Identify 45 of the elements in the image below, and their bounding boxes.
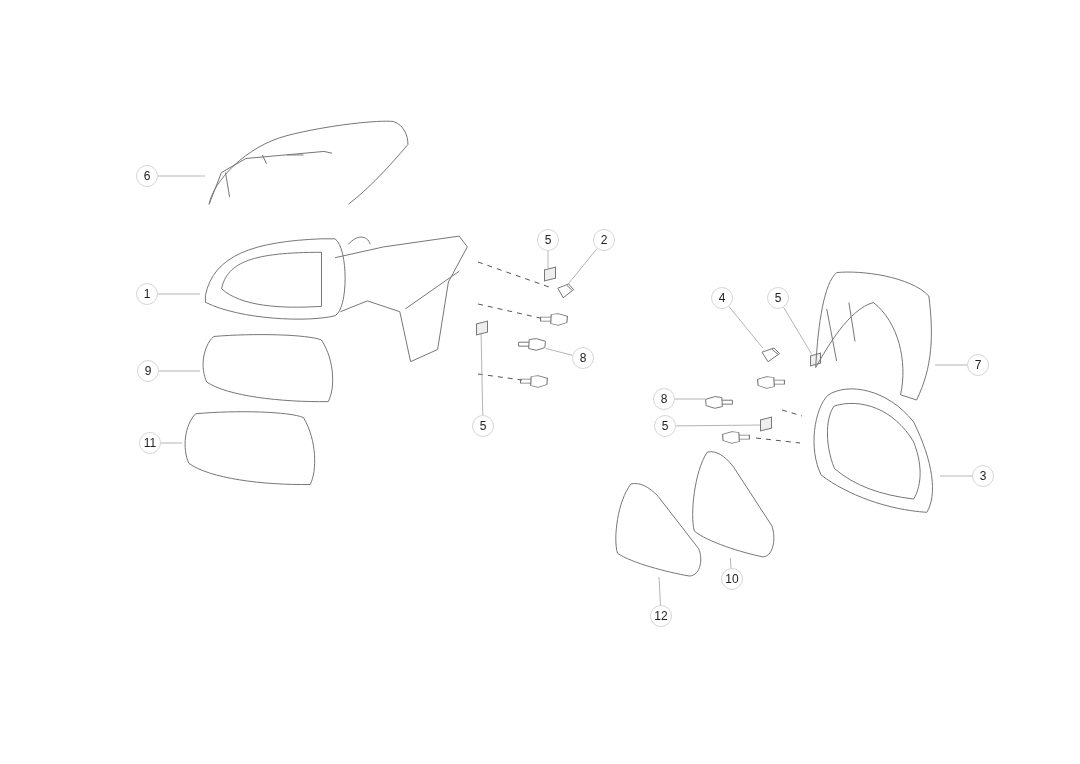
clip-drawing	[760, 416, 772, 432]
callout-number: 4	[711, 287, 733, 309]
clip-drawing	[544, 266, 556, 282]
bolt-drawing	[518, 335, 546, 353]
callout-number: 2	[593, 229, 615, 251]
mirror-cap-drawing	[812, 270, 935, 400]
callout-number: 5	[472, 415, 494, 437]
leader-line	[480, 333, 484, 416]
clip-drawing	[760, 348, 780, 362]
leader-line	[674, 398, 706, 400]
mirror-glass-drawing	[182, 410, 317, 486]
leader-line	[658, 576, 661, 606]
leader-line	[157, 175, 206, 177]
callout-number: 5	[537, 229, 559, 251]
callout-number: 10	[721, 568, 743, 590]
callout-number: 6	[136, 165, 158, 187]
mirror-glass-drawing	[690, 450, 776, 558]
leader-line	[939, 475, 973, 477]
leader-line	[729, 557, 732, 569]
callout-number: 8	[653, 388, 675, 410]
leader-line	[160, 442, 183, 444]
bolt-drawing	[705, 393, 733, 411]
leader-line	[567, 248, 598, 285]
leader-line	[783, 306, 813, 355]
callout-number: 11	[139, 432, 161, 454]
callout-number: 12	[650, 605, 672, 627]
callout-number: 9	[137, 360, 159, 382]
leader-line	[675, 424, 761, 427]
mirror-glass-drawing	[200, 333, 335, 403]
callout-number: 8	[572, 347, 594, 369]
leader-line	[158, 370, 201, 372]
callout-number: 5	[767, 287, 789, 309]
callout-number: 3	[972, 465, 994, 487]
leader-line	[547, 250, 549, 269]
callout-number: 1	[136, 283, 158, 305]
leader-line	[728, 306, 764, 349]
callout-number: 5	[654, 415, 676, 437]
clip-drawing	[476, 320, 488, 336]
clip-drawing	[556, 284, 574, 298]
clip-drawing	[810, 352, 821, 367]
leader-line	[545, 348, 573, 356]
leader-line	[934, 364, 968, 366]
callout-number: 7	[967, 354, 989, 376]
leader-line	[157, 293, 201, 295]
mirror-glass-drawing	[613, 482, 703, 577]
